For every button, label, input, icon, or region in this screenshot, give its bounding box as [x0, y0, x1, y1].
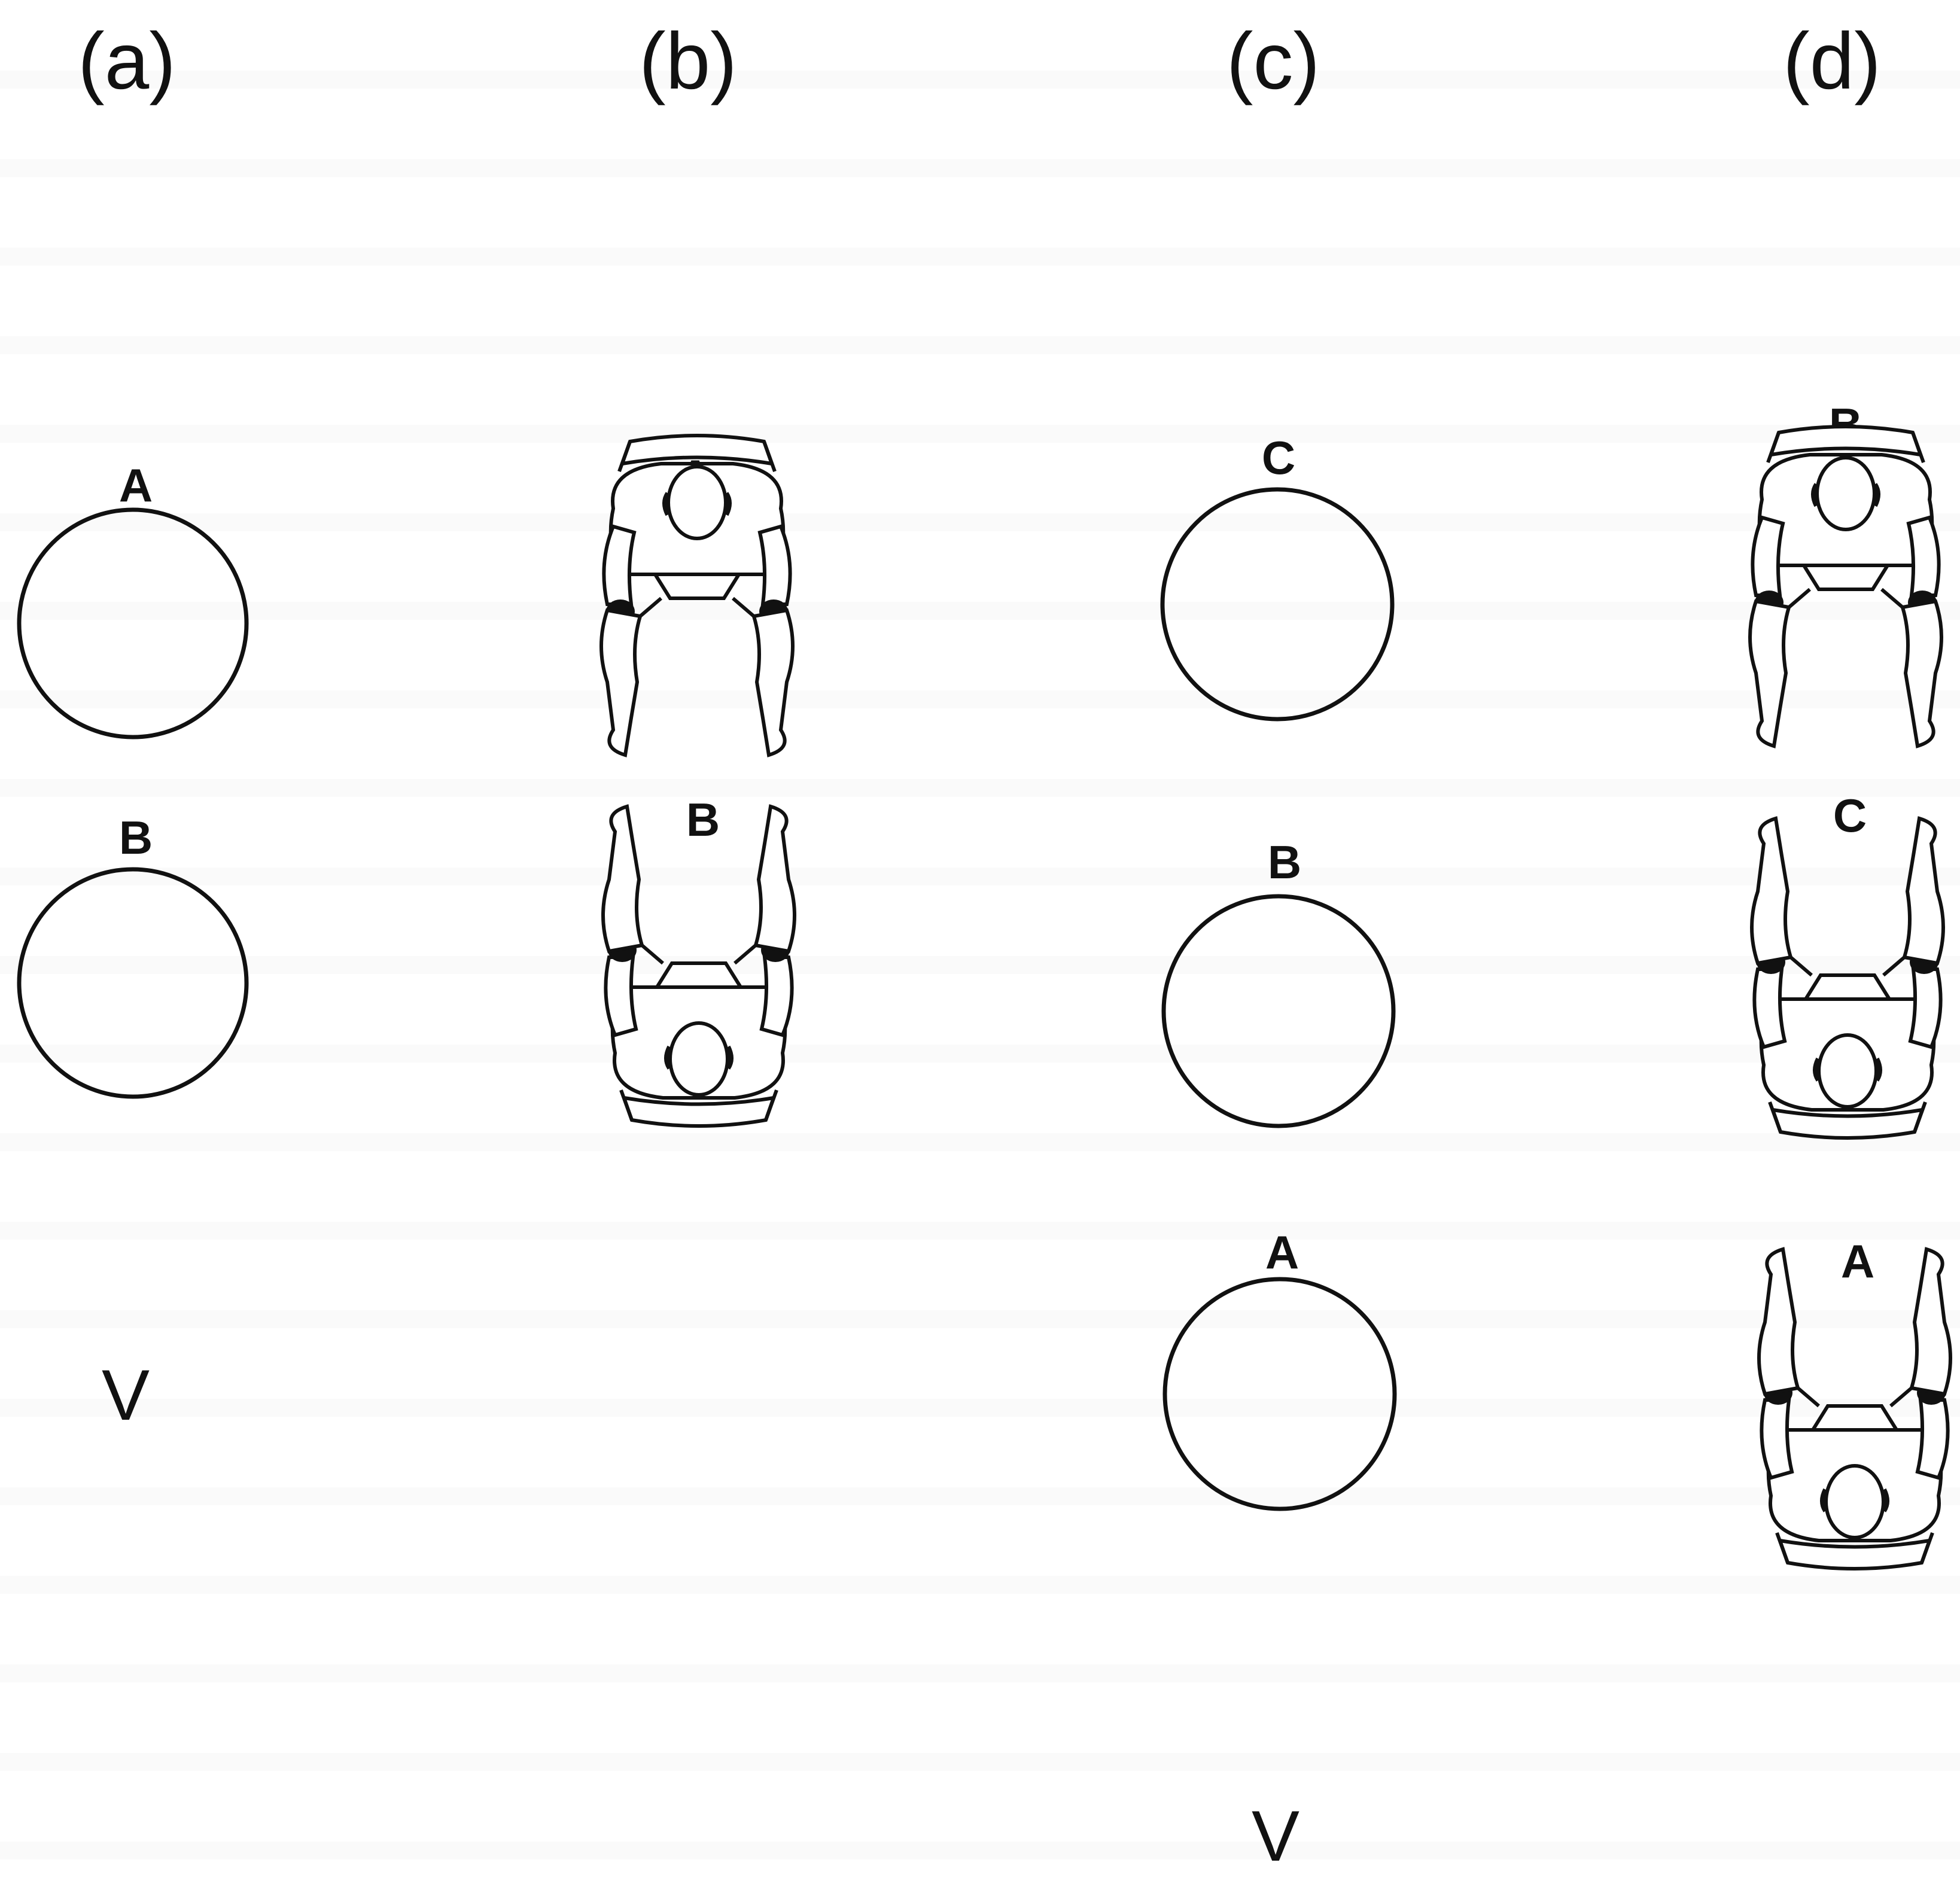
circle-table-icon	[17, 507, 249, 739]
circle-table-icon	[1161, 894, 1396, 1128]
panel-label-b: (b)	[639, 17, 737, 106]
seat-label: B	[686, 793, 720, 846]
circle-table-icon	[1162, 1277, 1397, 1511]
seat-label: C	[1833, 789, 1867, 842]
seated-person-topview-icon	[1752, 818, 1943, 1138]
seat-label: B	[1268, 836, 1301, 888]
seat-label: B	[119, 811, 153, 864]
seat-label: A	[1841, 1235, 1874, 1288]
panel-label-d: (d)	[1783, 17, 1881, 106]
circle-table-icon	[1160, 487, 1395, 722]
panel-label-a: (a)	[78, 17, 176, 106]
seat-label: C	[1262, 431, 1295, 484]
panel-label-c: (c)	[1226, 17, 1320, 106]
panel-d: B C A	[1750, 398, 1950, 1569]
viewer-label: V	[102, 1355, 150, 1435]
seat-label: A	[1265, 1226, 1299, 1279]
panel-a: A B V	[17, 459, 249, 1435]
seated-person-topview-icon	[603, 806, 795, 1126]
seat-label: A	[119, 459, 153, 512]
circle-table-icon	[17, 867, 249, 1099]
seated-person-topview-icon	[601, 436, 793, 755]
seated-person-topview-icon	[1750, 427, 1941, 746]
viewer-label: V	[1252, 1796, 1299, 1876]
panel-b: A B	[601, 436, 795, 1126]
seated-person-topview-icon	[1759, 1249, 1950, 1569]
panel-c: C B A V	[1160, 431, 1397, 1876]
